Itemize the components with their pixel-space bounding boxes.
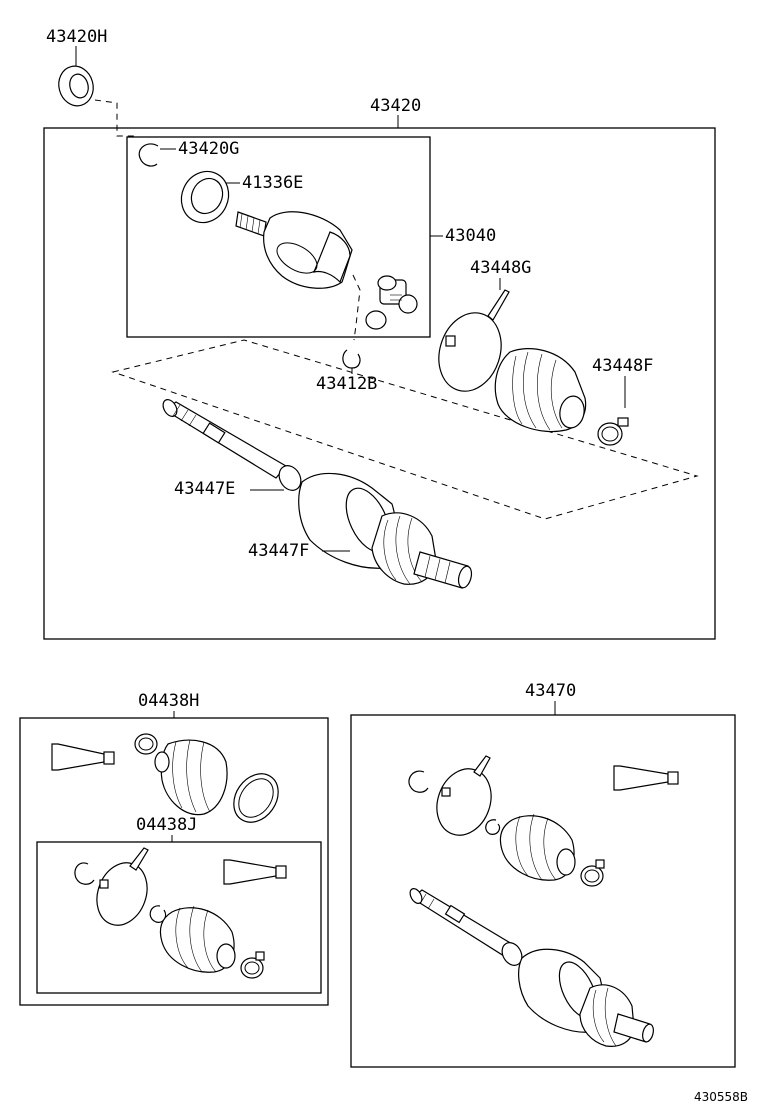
label-43447F[interactable]: 43447F <box>248 541 309 561</box>
label-43448G[interactable]: 43448G <box>470 258 531 278</box>
drive-shaft-part[interactable] <box>160 397 305 494</box>
label-43447E[interactable]: 43447E <box>174 479 235 499</box>
snap-ring-43412B-part[interactable] <box>342 349 361 369</box>
snap-ring-43420G-part[interactable] <box>138 143 159 167</box>
boot-kit-outline <box>111 339 699 520</box>
label-43470[interactable]: 43470 <box>525 681 576 701</box>
clamp-large-04438H-part[interactable] <box>225 765 288 831</box>
outboard-boot-part[interactable] <box>494 348 587 433</box>
snap-ring-04438J-part[interactable] <box>74 862 95 885</box>
snap-ring-43470-part[interactable] <box>408 770 429 793</box>
snap-ring-small-04438J-part[interactable] <box>149 905 167 923</box>
seal-41336E-part[interactable] <box>173 164 237 231</box>
clamp-small-04438J-part[interactable] <box>240 951 265 979</box>
clamp-small-04438H-part[interactable] <box>134 733 158 755</box>
boot-04438J-part[interactable] <box>159 905 236 973</box>
label-43448F[interactable]: 43448F <box>592 356 653 376</box>
label-43420H[interactable]: 43420H <box>46 27 107 47</box>
drive-shaft-43470-part[interactable] <box>408 887 655 1047</box>
label-41336E[interactable]: 41336E <box>242 173 303 193</box>
assembly-43470-box <box>350 714 736 1068</box>
grease-tube-04438H-part[interactable] <box>51 743 115 771</box>
grease-tube-04438J-part[interactable] <box>223 859 287 885</box>
kit-04438H-box <box>19 717 329 1006</box>
assembly-43040-box <box>126 136 431 338</box>
outboard-joint-part[interactable] <box>298 472 474 589</box>
boot-clamp-43448F-part[interactable] <box>597 417 629 446</box>
clamp-large-04438J-part[interactable] <box>89 847 156 932</box>
label-43420[interactable]: 43420 <box>370 96 421 116</box>
label-43412B[interactable]: 43412B <box>316 374 377 394</box>
tripod-spider-part[interactable] <box>365 275 418 330</box>
assembly-43420-box <box>43 127 716 640</box>
label-43420G[interactable]: 43420G <box>178 139 239 159</box>
label-04438H[interactable]: 04438H <box>138 691 199 711</box>
kit-04438J-box <box>36 841 322 994</box>
snap-ring-small-43470-part[interactable] <box>485 819 501 835</box>
clamp-small-43470-part[interactable] <box>580 859 605 887</box>
boot-43470-part[interactable] <box>499 813 576 881</box>
boot-04438H-part[interactable] <box>154 739 228 816</box>
inboard-joint-housing[interactable] <box>235 211 353 289</box>
boot-clamp-43448G-part[interactable] <box>429 289 511 399</box>
grease-tube-43470-part[interactable] <box>613 765 679 791</box>
clamp-large-43470-part[interactable] <box>428 755 500 843</box>
label-43040[interactable]: 43040 <box>445 226 496 246</box>
diagram-reference-code: 430558B <box>694 1090 748 1104</box>
label-04438J[interactable]: 04438J <box>136 815 197 835</box>
oil-seal-43420H-part[interactable] <box>54 62 97 109</box>
